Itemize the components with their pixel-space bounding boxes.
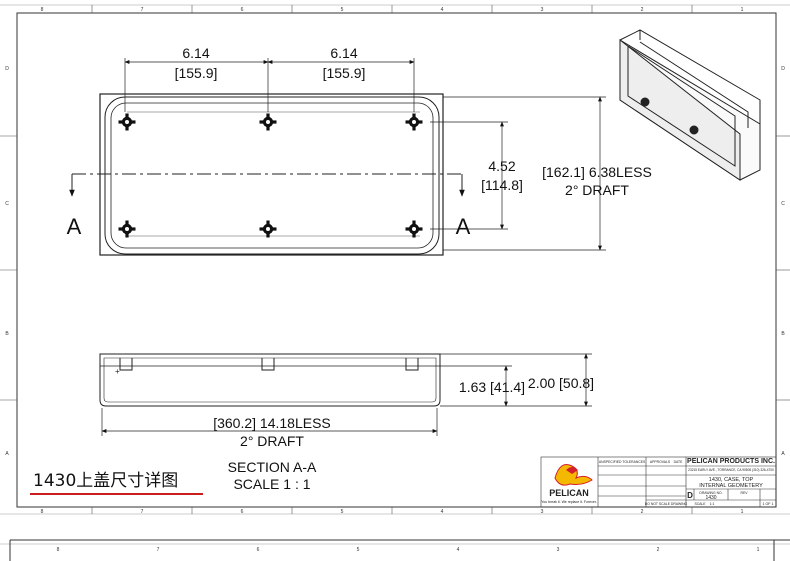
zone-letter-left: B [5,331,9,337]
mounting-lug [405,220,423,238]
section-title: SECTION A-A [228,459,317,475]
drawing-subtitle: INTERNAL GEOMETERY [699,483,763,489]
section-marker-left: A [67,214,82,239]
zone-number-top: 4 [441,7,444,13]
zone-number-bottom: 2 [641,509,644,515]
zone-number-top: 6 [241,7,244,13]
zone-letter-right: B [781,331,785,337]
section-marker-right: A [456,214,471,239]
zone-number-bottom: 6 [241,509,244,515]
dim-length: [360.2] 14.18LESS [213,415,331,431]
zone-number-top: 7 [141,7,144,13]
dim-hole-spacing-mm: [114.8] [481,177,523,193]
dim-hole-spacing: 4.52 [488,158,515,174]
dim-inner-width-draft: 2° DRAFT [565,182,629,198]
caption: 1430上盖尺寸详图 [33,471,178,491]
drawing-title: 1430, CASE, TOP [709,477,754,483]
dim-width-b: 6.14 [330,45,357,61]
dim-section-height: 2.00 [50.8] [528,375,594,391]
section-scale: SCALE 1 : 1 [233,476,310,492]
zone-number-sheet2: 4 [457,547,460,553]
drawing-no: 1430 [705,495,716,501]
brand-tagline: You break it. We replace it. Forever. [541,500,596,504]
mounting-lug [118,113,136,131]
sheet-border [0,4,790,561]
zone-number-sheet2: 3 [557,547,560,553]
zone-number-bottom: 4 [441,509,444,515]
zone-ticks [0,5,790,514]
dim-width-b-mm: [155.9] [323,65,366,81]
zone-number-bottom: 7 [141,509,144,515]
dim-width-a: 6.14 [182,45,209,61]
drawing-no-label: DRAWING NO. [699,491,722,495]
mounting-lug [259,220,277,238]
zone-number-bottom: 5 [341,509,344,515]
section-dimensions [101,353,592,436]
rev-label: REV [741,491,749,495]
svg-text:+: + [115,367,120,376]
mounting-lug [259,113,277,131]
zone-letter-right: A [781,451,785,457]
zone-letter-right: C [781,201,785,207]
zone-number-sheet2: 6 [257,547,260,553]
zone-number-bottom: 8 [41,509,44,515]
brand-name: PELICAN [549,488,589,498]
company-address: 23215 EARLY AVE., TORRANCE, CA 90505 (31… [688,468,774,472]
date-label: DATE [674,460,684,464]
zone-letter-right: D [781,66,785,72]
zone-number-top: 8 [41,7,44,13]
approvals-label: APPROVALS [650,460,671,464]
zone-letter-left: C [5,201,9,207]
do-not-scale: DO NOT SCALE DRAWING [645,502,688,506]
dim-section-depth: 1.63 [41.4] [459,379,525,395]
section-view: + [99,353,441,407]
dim-inner-width: [162.1] 6.38LESS [542,164,652,180]
zone-number-sheet2: 7 [157,547,160,553]
dim-width-a-mm: [155.9] [175,65,218,81]
zone-number-top: 5 [341,7,344,13]
zone-number-sheet2: 8 [57,547,60,553]
company-name: PELICAN PRODUCTS INC. [687,458,775,465]
zone-number-sheet2: 1 [757,547,760,553]
mounting-lug [405,113,423,131]
sheet-size: D [687,491,693,500]
isometric-view [619,29,761,181]
zone-letter-left: A [5,451,9,457]
zone-number-bottom: 3 [541,509,544,515]
top-view [69,93,465,256]
scale-label: SCALE [694,502,706,506]
height-dimensions [430,96,606,251]
tolerances-label: UNSPECIFIED TOLERANCES [599,460,646,464]
pelican-logo [554,464,593,486]
width-dimensions [124,58,415,112]
title-block [540,456,777,508]
zone-number-bottom: 1 [741,509,744,515]
zone-number-sheet2: 2 [657,547,660,553]
zone-letter-left: D [5,66,9,72]
scale-value: 1:1 [710,502,715,506]
zone-number-top: 2 [641,7,644,13]
dim-length-draft: 2° DRAFT [240,433,304,449]
zone-number-sheet2: 5 [357,547,360,553]
zone-number-top: 3 [541,7,544,13]
sheet-count: 1 OF 1 [763,502,774,506]
mounting-lug [118,220,136,238]
zone-number-top: 1 [741,7,744,13]
